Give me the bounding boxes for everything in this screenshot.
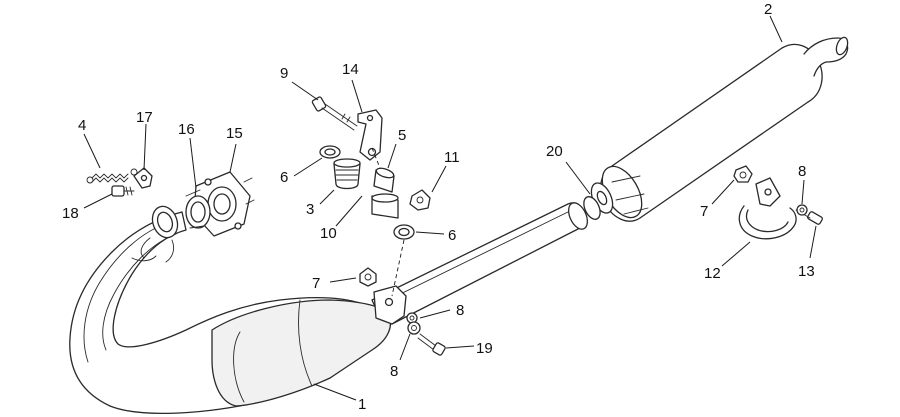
spring-hook bbox=[133, 167, 153, 189]
silencer-gasket bbox=[583, 182, 614, 220]
lower-washer-upper bbox=[406, 312, 418, 324]
callout-19: 19 bbox=[476, 340, 493, 357]
flange-bolt bbox=[111, 185, 135, 197]
lower-nut bbox=[359, 267, 377, 287]
callout-17: 17 bbox=[136, 109, 153, 126]
callout-8b: 8 bbox=[456, 302, 464, 319]
callout-5: 5 bbox=[398, 127, 406, 144]
callout-10: 10 bbox=[320, 225, 337, 242]
lower-washer bbox=[407, 321, 421, 335]
mount-bolt bbox=[311, 96, 358, 131]
callout-12: 12 bbox=[704, 265, 721, 282]
silencer bbox=[600, 36, 849, 222]
callout-8a: 8 bbox=[798, 163, 806, 180]
callout-6a: 6 bbox=[280, 169, 288, 186]
callout-13: 13 bbox=[798, 263, 815, 280]
callout-8c: 8 bbox=[390, 363, 398, 380]
mount-bracket bbox=[357, 109, 383, 161]
callout-9: 9 bbox=[280, 65, 288, 82]
callout-11: 11 bbox=[444, 149, 460, 166]
callout-4: 4 bbox=[78, 117, 86, 134]
callout-7b: 7 bbox=[700, 203, 708, 220]
callout-18: 18 bbox=[62, 205, 79, 222]
clamp-washer bbox=[796, 204, 808, 216]
expansion-chamber bbox=[69, 205, 391, 415]
exhaust-gasket bbox=[185, 189, 211, 229]
chamber-mount-bracket bbox=[373, 285, 407, 325]
callout-labels: 1 2 3 4 5 6 6 7 7 8 8 8 9 10 11 12 13 14… bbox=[62, 1, 815, 413]
spacer-sleeve bbox=[373, 167, 395, 193]
spacer-sleeve-lower bbox=[371, 193, 399, 219]
clamp-nut bbox=[733, 165, 753, 183]
callout-14: 14 bbox=[342, 61, 359, 78]
flange-studs bbox=[243, 177, 255, 205]
callout-3: 3 bbox=[306, 201, 314, 218]
callout-15: 15 bbox=[226, 125, 243, 142]
mount-nut bbox=[409, 189, 431, 211]
callout-6b: 6 bbox=[448, 227, 456, 244]
callout-7a: 7 bbox=[312, 275, 320, 292]
callout-16: 16 bbox=[178, 121, 195, 138]
lower-bolt bbox=[417, 333, 446, 356]
silencer-clamp bbox=[738, 177, 797, 240]
rubber-bushing bbox=[333, 158, 361, 190]
leader-lines bbox=[83, 15, 817, 401]
callout-20: 20 bbox=[546, 143, 563, 160]
exhaust-spring bbox=[86, 168, 138, 184]
rubber-washer-upper bbox=[319, 145, 341, 159]
rubber-washer-lower bbox=[393, 224, 415, 240]
callout-2: 2 bbox=[764, 1, 772, 18]
callout-1: 1 bbox=[358, 396, 366, 413]
